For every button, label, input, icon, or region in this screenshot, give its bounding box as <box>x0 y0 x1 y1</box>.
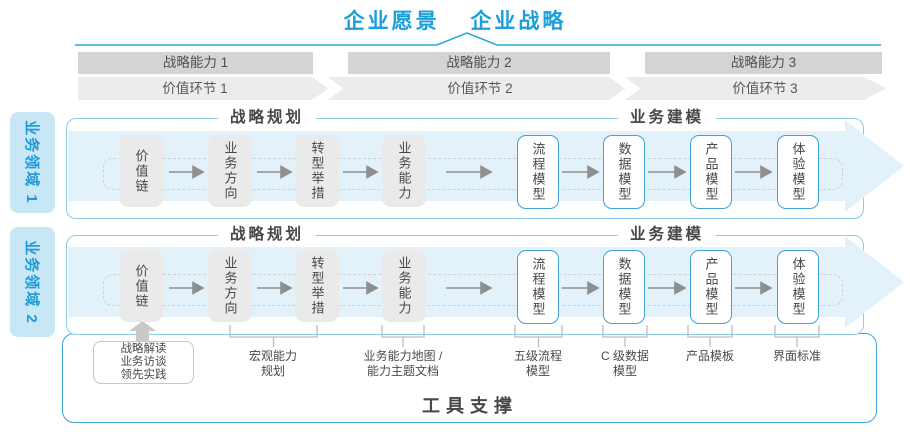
page-title: 企业愿景 企业战略 <box>0 5 910 35</box>
box-data-model: 数据模型 <box>603 135 645 209</box>
box-biz-direction: 业务方向 <box>208 250 252 322</box>
header-underline-caret-icon <box>75 32 881 46</box>
flow-arrow-icon <box>562 281 600 295</box>
annotation-data-model: C 级数据 模型 <box>600 349 649 378</box>
box-product-model: 产品模型 <box>690 135 732 209</box>
bracket-icon <box>774 325 820 347</box>
row1-modeling-header: 业务建模 <box>617 109 717 127</box>
annotation-process-model: 五级流程 模型 <box>513 349 562 378</box>
box-label: 业务能力 <box>396 141 412 201</box>
box-label: 数据模型 <box>616 142 632 202</box>
bracket-icon <box>514 325 563 347</box>
flow-arrow-icon <box>446 165 493 179</box>
box-label: 流程模型 <box>530 142 546 202</box>
box-biz-capability: 业务能力 <box>382 250 426 322</box>
value-link-label-2: 价值环节 2 <box>447 81 513 96</box>
flow-arrows-row1 <box>169 165 773 179</box>
flow-arrows-row2 <box>169 281 773 295</box>
box-label: 价值链 <box>133 148 149 194</box>
row2-planning-header: 战略规划 <box>217 226 317 244</box>
row2-modeling-header: 业务建模 <box>617 226 717 244</box>
domain-label-1: 业务领域 1 <box>10 112 55 213</box>
box-experience-model: 体验模型 <box>777 135 819 209</box>
box-process-model: 流程模型 <box>517 250 559 324</box>
box-value-chain: 价值链 <box>119 135 163 207</box>
bracket-icon <box>381 325 425 347</box>
flow-arrow-icon <box>648 165 687 179</box>
box-label: 业务能力 <box>396 256 412 316</box>
annotation-ui-standard: 界面标准 <box>772 349 821 363</box>
capability-bar-2: 战略能力 2 <box>348 52 610 74</box>
box-label: 数据模型 <box>616 257 632 317</box>
box-process-model: 流程模型 <box>517 135 559 209</box>
box-label: 体验模型 <box>790 142 806 202</box>
domain-label-2: 业务领域 2 <box>10 227 55 337</box>
bracket-icon <box>229 325 318 347</box>
value-link-label-1: 价值环节 1 <box>162 81 228 96</box>
row1-planning-header: 战略规划 <box>217 109 317 127</box>
annotation-macro-capability: 宏观能力 规划 <box>248 349 297 378</box>
box-transformation: 转型举措 <box>295 250 339 322</box>
box-label: 转型举措 <box>309 141 325 201</box>
chevron-separator-icon <box>608 69 641 108</box>
box-product-model: 产品模型 <box>690 250 732 324</box>
box-transformation: 转型举措 <box>295 135 339 207</box>
flow-arrow-icon <box>735 281 773 295</box>
flow-arrow-icon <box>169 165 205 179</box>
dashed-track-row1 <box>103 158 843 190</box>
box-experience-model: 体验模型 <box>777 250 819 324</box>
box-label: 价值链 <box>133 263 149 309</box>
box-label: 流程模型 <box>530 257 546 317</box>
box-data-model: 数据模型 <box>603 250 645 324</box>
bracket-icon <box>602 325 648 347</box>
chevron-separator-icon <box>311 69 344 108</box>
flow-arrow-icon <box>562 165 600 179</box>
strategy-inputs-box: 战略解读 业务访谈 领先实践 <box>93 341 194 384</box>
flow-arrow-icon <box>343 281 379 295</box>
annotation-capability-map: 业务能力地图 / 能力主题文档 <box>363 349 443 378</box>
box-label: 体验模型 <box>790 257 806 317</box>
box-label: 产品模型 <box>703 142 719 202</box>
up-arrow-icon <box>129 321 156 341</box>
box-biz-direction: 业务方向 <box>208 135 252 207</box>
capability-bar-1: 战略能力 1 <box>78 52 313 74</box>
box-value-chain: 价值链 <box>119 250 163 322</box>
flow-arrow-icon <box>735 165 773 179</box>
flow-arrow-icon <box>257 165 293 179</box>
value-chain-band <box>78 77 886 100</box>
box-label: 产品模型 <box>703 257 719 317</box>
flow-arrow-icon <box>257 281 293 295</box>
strategy-title: 企业战略 <box>470 10 567 33</box>
flow-arrow-icon <box>169 281 205 295</box>
box-label: 转型举措 <box>309 256 325 316</box>
flow-arrow-icon <box>446 281 493 295</box>
bracket-icon <box>687 325 733 347</box>
box-biz-capability: 业务能力 <box>382 135 426 207</box>
flow-arrow-icon <box>648 281 687 295</box>
capability-bar-3: 战略能力 3 <box>645 52 882 74</box>
dashed-track-row2 <box>103 274 843 306</box>
value-link-label-3: 价值环节 3 <box>732 81 798 96</box>
box-label: 业务方向 <box>222 141 238 201</box>
flow-arrow-icon <box>343 165 379 179</box>
box-label: 业务方向 <box>222 256 238 316</box>
vision-title: 企业愿景 <box>343 10 440 33</box>
annotation-product-template: 产品模板 <box>685 349 734 363</box>
annotation-brackets <box>229 325 820 347</box>
tool-support-title: 工具支撑 <box>422 396 518 416</box>
